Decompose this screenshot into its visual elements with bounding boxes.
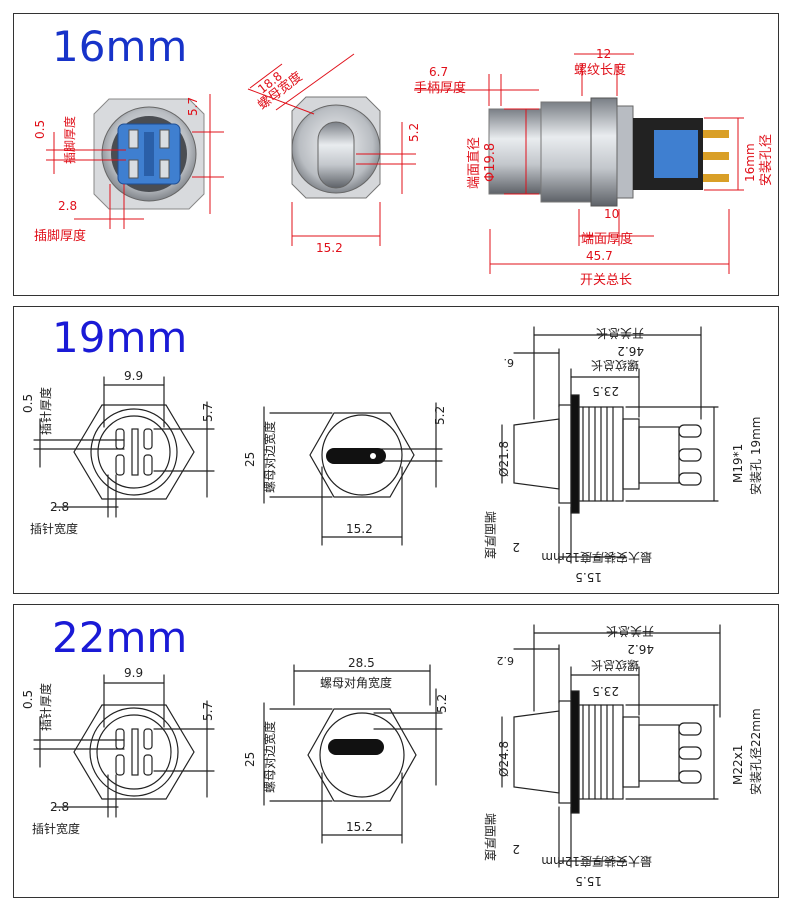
pin-w-lbl: 插脚厚度 <box>34 228 86 244</box>
nut-max-lbl: 螺纹总长 <box>591 658 639 672</box>
pin-thick-lbl: 插针厚度 <box>38 683 53 731</box>
front-52: 5.2 <box>407 123 421 142</box>
pin-gap: 5.7 <box>201 702 215 721</box>
pin-span: 9.9 <box>124 666 143 680</box>
total-lbl: 开关总长 <box>606 624 654 638</box>
pin-w-lbl: 插针宽度 <box>30 521 78 536</box>
handle-val: 6.7 <box>429 65 448 79</box>
nut-val: 25 <box>243 452 257 467</box>
pin-thick-val: 0.5 <box>21 394 35 413</box>
face-thk-lbl: 端面厚度 <box>581 231 633 247</box>
thread: M19*1 <box>731 444 745 483</box>
drawing-22mm: 9.9 0.5 插针厚度 5.7 2.8 插针宽度 28.5 螺母对角宽度 25… <box>21 624 763 888</box>
total-val: 46.2 <box>627 642 654 656</box>
front-view-22 <box>263 664 443 844</box>
diag-val: 28.5 <box>348 656 375 670</box>
total-val: 45.7 <box>586 249 613 263</box>
face-dia-lbl: 端面直径 <box>467 137 482 189</box>
back-view-16 <box>93 98 205 210</box>
side-dia: Ø21.8 <box>497 441 511 477</box>
pin-w-val: 2.8 <box>50 800 69 814</box>
face-thk-val: 2 <box>512 842 520 856</box>
side-view-19 <box>501 326 719 564</box>
thread-val: 12 <box>596 47 611 61</box>
front-52: 5.2 <box>435 694 449 713</box>
panel-19mm: 19mm 9.9 0.5 插针厚度 5.7 2.8 插针宽度 <box>13 306 779 594</box>
panel-16mm: 16mm <box>13 13 779 296</box>
pin-gap-val: 5.7 <box>186 97 200 116</box>
face-thk-lbl: 端面厚度 <box>483 511 498 559</box>
front-view-16 <box>291 96 381 199</box>
max-lbl: 最大安装厚度12mm <box>541 854 652 869</box>
diag-lbl: 螺母对角宽度 <box>320 675 392 690</box>
pin-thick-val: 0.5 <box>21 690 35 709</box>
side-dia: Ø24.8 <box>497 741 511 777</box>
nut-max-val: 23.5 <box>592 384 619 398</box>
nut-max-lbl: 螺纹总长 <box>591 358 639 372</box>
side-view-22 <box>501 624 721 868</box>
hole-val: 16mm <box>743 143 757 182</box>
pin-thick-lbl: 插脚厚度 <box>62 116 77 164</box>
face-thk-val: 10 <box>604 207 619 221</box>
front-52: 5.2 <box>433 406 447 425</box>
pin-w-lbl: 插针宽度 <box>32 821 80 836</box>
back-view-19 <box>33 376 215 518</box>
side-view-16 <box>488 97 729 207</box>
pin-thick-lbl: 插针厚度 <box>38 387 53 435</box>
front-view-19 <box>263 402 443 546</box>
pin-gap: 5.7 <box>201 403 215 422</box>
nut-max-val: 23.5 <box>592 684 619 698</box>
max-val: 15.5 <box>575 570 602 584</box>
total-lbl: 开关总长 <box>596 326 644 340</box>
face-dia-val: Φ19.8 <box>483 143 498 182</box>
toggle-handle <box>328 739 384 755</box>
face-thk-lbl: 端面厚度 <box>483 813 498 861</box>
panel-22mm: 22mm 9.9 0.5 插针厚度 5.7 2.8 插针宽度 <box>13 604 779 898</box>
back-view-22 <box>33 674 215 818</box>
small-val: 6.2 <box>497 654 515 667</box>
total-val: 46.2 <box>617 344 644 358</box>
max-lbl: 最大安装厚度12mm <box>541 550 652 565</box>
small-val: 6. <box>504 356 515 369</box>
max-val: 15.5 <box>575 874 602 888</box>
size-title: 22mm <box>52 613 188 662</box>
handle-lbl: 手柄厚度 <box>414 80 466 96</box>
front-152: 15.2 <box>346 522 373 536</box>
pin-thick-val: 0.5 <box>33 120 47 139</box>
size-title: 19mm <box>52 313 188 362</box>
nut-val: 25 <box>243 752 257 767</box>
handle-dot <box>370 453 376 459</box>
front-152: 15.2 <box>346 820 373 834</box>
front-152: 15.2 <box>316 241 343 255</box>
thread-lbl: 螺纹长度 <box>574 62 626 78</box>
pin-w-val: 2.8 <box>50 500 69 514</box>
nut-lbl: 螺母对边宽度 <box>262 721 277 793</box>
size-title: 16mm <box>52 22 188 71</box>
nut-lbl: 螺母对边宽度 <box>262 421 277 493</box>
toggle-handle <box>326 448 386 464</box>
face-thk-val: 2 <box>512 540 520 554</box>
pin-w-val: 2.8 <box>58 199 77 213</box>
pin-span: 9.9 <box>124 369 143 383</box>
hole-lbl: 安装孔径 <box>759 134 774 186</box>
hole-lbl: 安装孔 19mm <box>748 417 763 495</box>
drawing-16mm: 0.5 插脚厚度 5.7 2.8 插脚厚度 18.8 螺母宽度 5.2 15.2 <box>33 47 774 288</box>
hole-lbl: 安装孔径22mm <box>748 708 763 795</box>
thread: M22x1 <box>731 745 745 785</box>
total-lbl: 开关总长 <box>580 273 632 288</box>
drawing-19mm: 9.9 0.5 插针厚度 5.7 2.8 插针宽度 25 螺母对边宽度 5.2 … <box>21 326 763 584</box>
